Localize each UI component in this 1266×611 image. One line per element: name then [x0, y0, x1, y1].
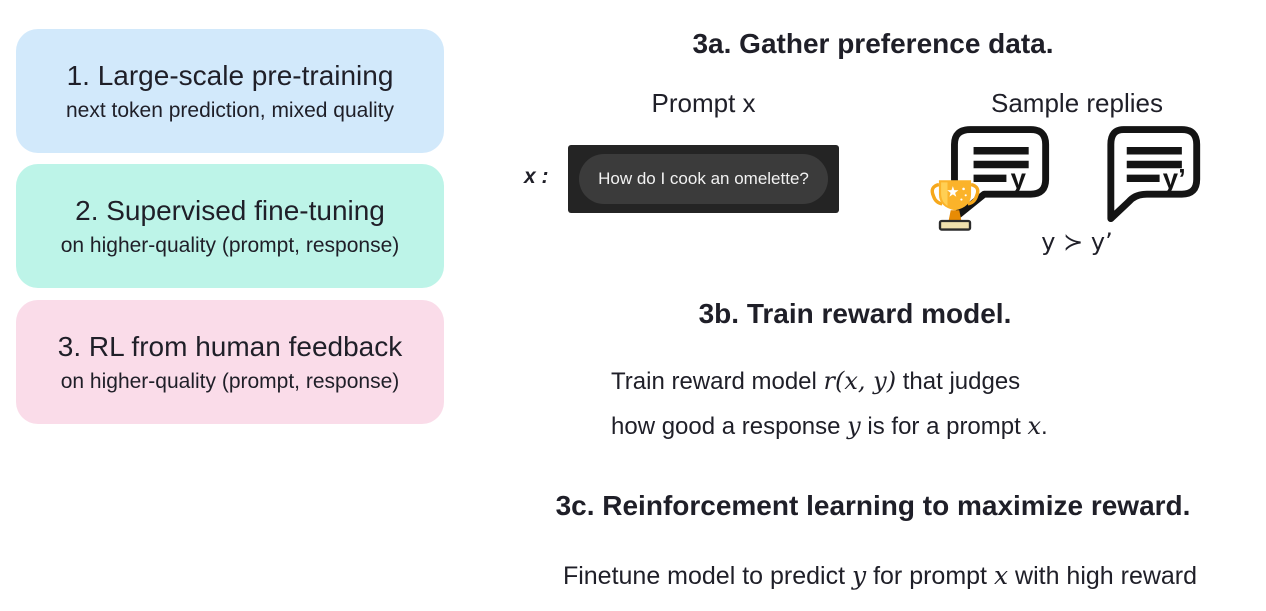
math-r-x-y: r(x, y)	[823, 367, 897, 395]
text-run: Train reward model	[611, 368, 824, 395]
text-run: Finetune model to predict	[562, 562, 852, 590]
preference-relation-label: y ≻ y’	[1041, 228, 1113, 256]
heading-3c: 3c. Reinforcement learning to maximize r…	[555, 490, 1191, 521]
trophy-icon	[930, 180, 980, 231]
text-run: is for a prompt	[860, 413, 1028, 440]
reward-model-description: Train reward model r(x, y) that judges h…	[611, 359, 1048, 449]
text-run: for prompt	[866, 562, 994, 590]
prompt-chat-window: How do I cook an omelette?	[568, 145, 839, 213]
text-run: with high reward	[1008, 562, 1198, 590]
math-y: y	[847, 412, 861, 440]
step-1-subtitle: next token prediction, mixed quality	[65, 98, 394, 122]
step-2-title: 2. Supervised fine-tuning	[75, 194, 385, 226]
math-x: x	[993, 561, 1009, 590]
step-1-title: 1. Large-scale pre-training	[66, 59, 394, 91]
text-run: how good a response	[611, 413, 848, 440]
speech-bubble-icon: y’	[1107, 126, 1201, 222]
pipeline-step-1: 1. Large-scale pre-training next token p…	[16, 29, 444, 153]
pipeline-step-3: 3. RL from human feedback on higher-qual…	[16, 300, 444, 424]
math-y: y	[852, 561, 867, 590]
reply-y-label: y	[1011, 163, 1027, 194]
rl-finetune-description: Finetune model to predict y for prompt x…	[494, 561, 1266, 591]
math-x: x	[1027, 412, 1042, 440]
prompt-x-label: Prompt x	[651, 88, 756, 118]
reply-y-prime-label: y’	[1163, 163, 1186, 194]
sample-replies-label: Sample replies	[991, 88, 1163, 118]
prompt-message-bubble: How do I cook an omelette?	[579, 154, 828, 204]
step-3-subtitle: on higher-quality (prompt, response)	[60, 369, 400, 393]
x-variable-label: x :	[524, 165, 549, 188]
heading-3a: 3a. Gather preference data.	[692, 28, 1054, 59]
pipeline-step-2: 2. Supervised fine-tuning on higher-qual…	[16, 164, 444, 288]
heading-3b: 3b. Train reward model.	[698, 298, 1012, 329]
text-run: that judges	[896, 368, 1021, 395]
step-2-subtitle: on higher-quality (prompt, response)	[60, 233, 400, 257]
step-3-title: 3. RL from human feedback	[57, 330, 403, 362]
text-run: .	[1041, 413, 1048, 440]
